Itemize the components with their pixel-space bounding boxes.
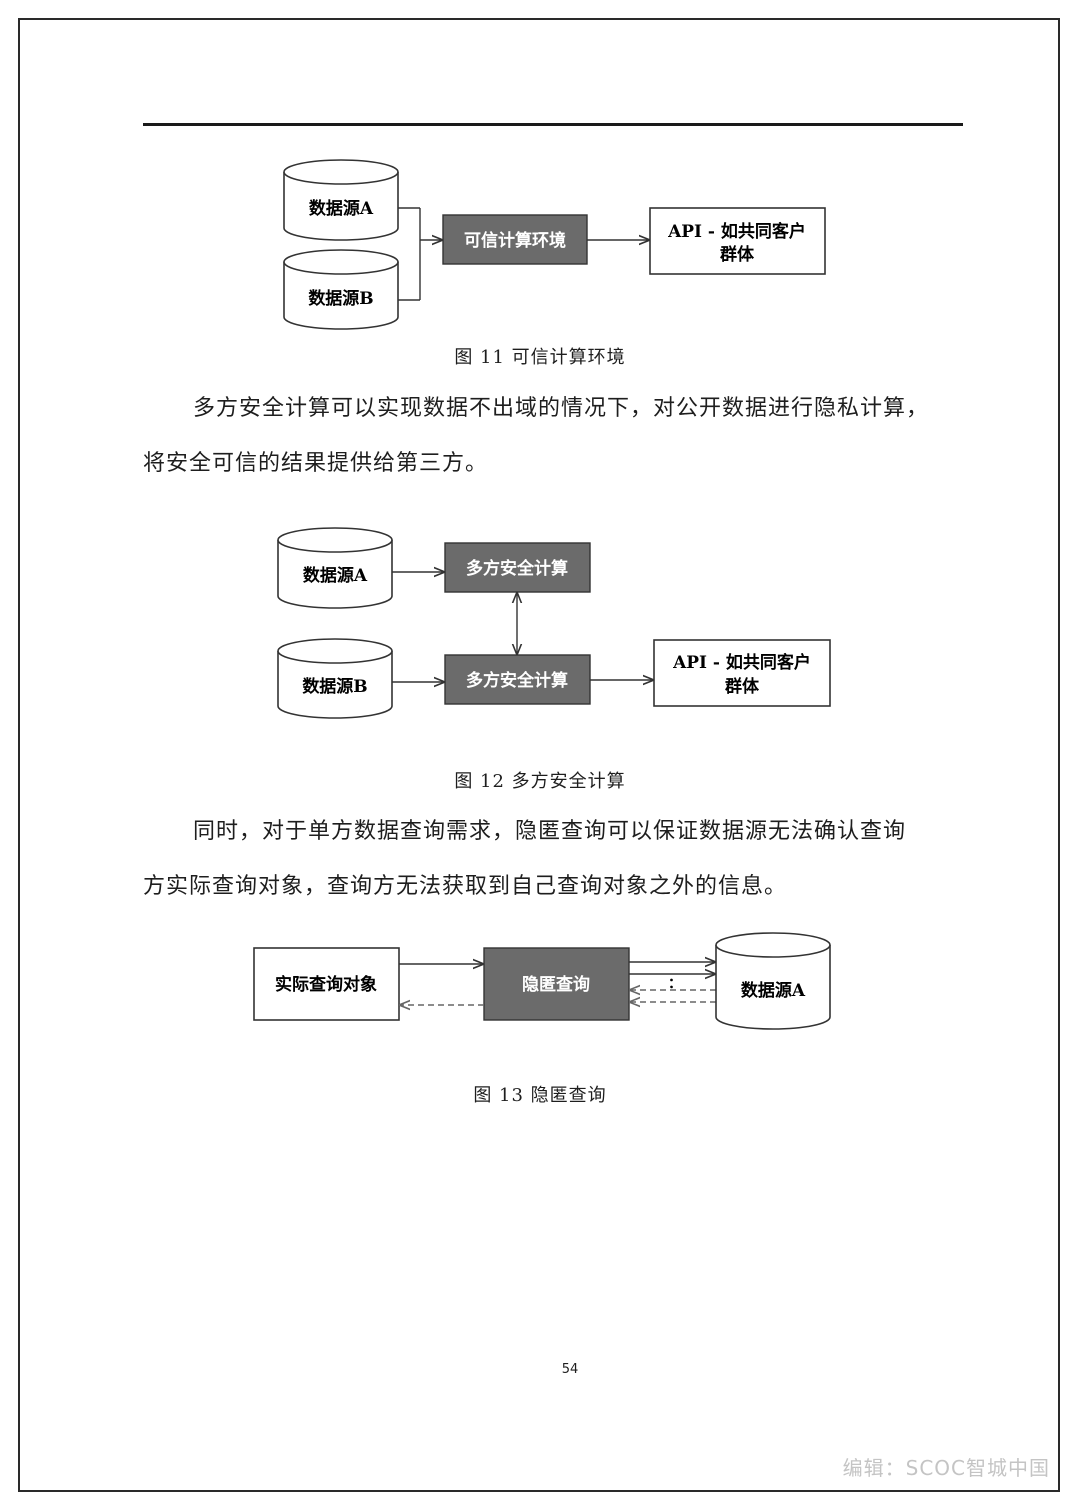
fig12-source-a-label: 数据源A [303,565,368,586]
fig12-connectors [392,572,654,682]
fig12-api-line1: API - 如共同客户 [672,652,811,673]
fig12-source-a-cylinder: 数据源A [277,527,393,609]
figure-11-caption: 图 11 可信计算环境 [454,347,626,368]
fig11-source-b-label: 数据源B [308,288,373,309]
fig13-query-object-label: 实际查询对象 [275,974,377,995]
fig13-pir-label: 隐匿查询 [522,974,590,995]
editor-watermark: 编辑：SCOC智城中国 [842,1456,1050,1480]
fig12-api-box: API - 如共同客户 群体 [653,639,831,707]
fig11-source-a-label: 数据源A [309,198,374,219]
page-number: 54 [561,1362,579,1377]
fig12-api-line2: 群体 [725,676,760,697]
figure-12-caption: 图 12 多方安全计算 [454,771,626,792]
fig12-source-b-cylinder: 数据源B [277,638,393,719]
fig13-ellipsis: ： [668,976,682,992]
fig12-source-b-label: 数据源B [302,676,367,697]
fig13-source-a-label: 数据源A [741,980,806,1001]
figure-12-diagram: 数据源A 数据源B 多方安全计算 多方安全计算 API - 如共同客户 群体 [277,527,831,719]
fig13-pir-box: 隐匿查询 [483,947,630,1021]
fig11-api-line1: API - 如共同客户 [667,221,806,242]
paragraph-1-line-2: 将安全可信的结果提供给第三方。 [143,451,489,476]
fig11-source-a-cylinder: 数据源A [283,159,399,241]
fig11-source-b-cylinder: 数据源B [283,249,399,330]
figure-11-diagram: 数据源A 数据源B 可信计算环境 API - 如共同客户 群体 [283,159,826,330]
figure-13-caption: 图 13 隐匿查询 [473,1085,607,1106]
header-rule [143,123,963,126]
fig11-api-box: API - 如共同客户 群体 [649,207,826,275]
fig12-mpc-top-box: 多方安全计算 [444,542,591,593]
fig11-api-line2: 群体 [720,244,755,265]
fig13-connectors: ： [399,962,716,1005]
fig13-source-a-cylinder: 数据源A [715,932,831,1030]
fig12-mpc-bottom-box: 多方安全计算 [444,654,591,705]
fig12-mpc-bottom-label: 多方安全计算 [466,670,568,691]
fig12-mpc-top-label: 多方安全计算 [466,558,568,579]
page-border [18,18,1060,1492]
fig11-tee-box: 可信计算环境 [442,214,588,265]
paragraph-2-line-1: 同时，对于单方数据查询需求，隐匿查询可以保证数据源无法确认查询 [193,819,907,844]
paragraph-2-line-2: 方实际查询对象，查询方无法获取到自己查询对象之外的信息。 [143,874,788,899]
fig11-connectors [398,207,650,301]
fig11-tee-label: 可信计算环境 [464,230,566,251]
paragraph-1-line-1: 多方安全计算可以实现数据不出域的情况下，对公开数据进行隐私计算， [193,396,930,421]
figure-13-diagram: 实际查询对象 隐匿查询 ： 数据源A [253,932,831,1030]
fig13-query-object-box: 实际查询对象 [253,947,400,1021]
